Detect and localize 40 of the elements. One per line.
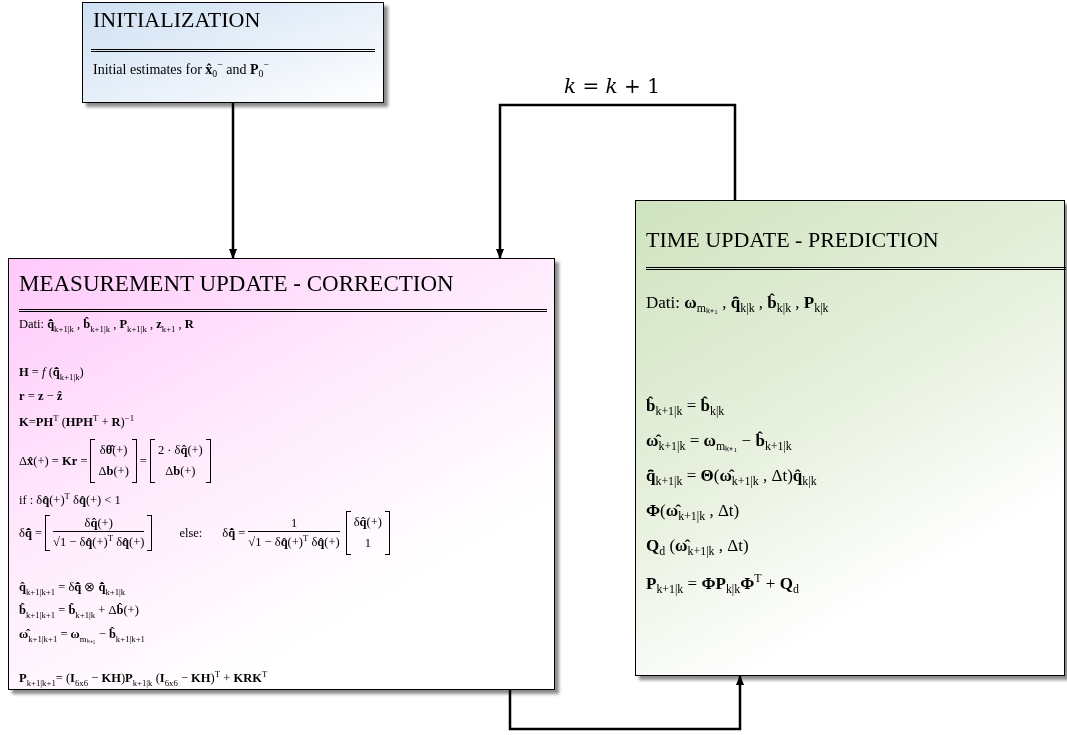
equation: δq̄̂ = [19,525,43,541]
box-title: MEASUREMENT UPDATE - CORRECTION [19,271,454,297]
equation: q̄̂$_{k+1|k}$ = Θ(ω̂$_{k+1|k}$ , Δt)q̂$_{k|k}$ [646,466,817,490]
matrix-entry: Δb(+) [98,463,129,480]
equation: b̂$_{k+1|k+1}$ = b̂$_{k+1|k}$ + Δb̂(+) [19,603,139,620]
arrow [229,103,237,259]
fraction-numerator: 1 [290,515,298,531]
equation: H = f (q̄̂$_{k+1|k}$) [19,365,84,382]
box-title: INITIALIZATION [93,7,261,33]
equation: K=PH$^{T}$ (HPH$^{T}$ + R)$^{−1}$ [19,413,135,431]
equation: Dati: ω$_{mₖ₊₁}$ , q̄̂$_{k|k}$ , b̂$_{k|k}$ , P$_{k|k}$ [646,293,829,317]
matrix-entry: Δb(+) [165,463,196,480]
equation: δq̄̂ = [222,525,246,541]
process-box [635,200,1065,676]
arrow [496,103,737,259]
process-box [8,258,555,690]
equation: b̂$_{k+1|k}$ = b̂$_{k|k}$ [646,396,725,420]
equation: Δx̂(+) = Kr = [19,453,88,469]
equation: P$_{k+1|k}$ = ΦP$_{k|k}$Φ$^{T}$ + Q$_{d}$ [646,571,799,598]
matrix-entry: δθ̂(+) [99,442,128,459]
matrix-entry: √1 − δq̂(+)$^{T}$ δq̂(+) [53,530,145,551]
arrow [508,675,744,731]
equation: if : δq̂(+)$^{T}$ δq̂(+) < 1 [19,491,121,509]
equation: r = z − ẑ [19,389,63,404]
matrix-entry: 2 · δq̂(+) [157,442,203,459]
equation: P$_{k+1|k+1}$= (I$_{6x6}$ − KH)P$_{k+1|k}$ (I$_{6x6}$ − KH)$^{T}$ + KRK$^{T}$ [19,669,268,688]
matrix-entry: δq̂(+) [84,515,113,531]
equation: Q$_{d}$ (ω̂$_{k+1|k}$ , Δt) [646,536,749,560]
equation: else: [179,525,203,541]
equation: ω̂$_{k+1|k+1}$ = ω$_{mₖ₊₁}$ − b̂$_{k+1|k+1}$ [19,627,145,645]
equation: q̂$_{k+1|k+1}$ = δq̄̂ ⊗ q̄̂$_{k+1|k}$ [19,579,126,597]
equation: Φ(ω̂$_{k+1|k}$ , Δt) [646,501,740,525]
box-title: TIME UPDATE - PREDICTION [646,227,939,253]
matrix-entry: 1 [364,535,371,552]
matrix-entry: δq̂(+) [353,514,382,531]
equation: ω̂$_{k+1|k}$ = ω$_{mₖ₊₁}$ − b̂$_{k+1|k}$ [646,431,792,455]
fraction-denominator: √1 − δq̂(+)$^{T}$ δq̂(+) [248,530,340,551]
process-box [82,2,384,103]
equation: Dati: q̄̂$_{k+1|k}$ , b̂$_{k+1|k}$ , P$_{k+1|k}$ , z$_{k+1}$ , R [19,317,194,334]
equation: = [139,453,147,469]
